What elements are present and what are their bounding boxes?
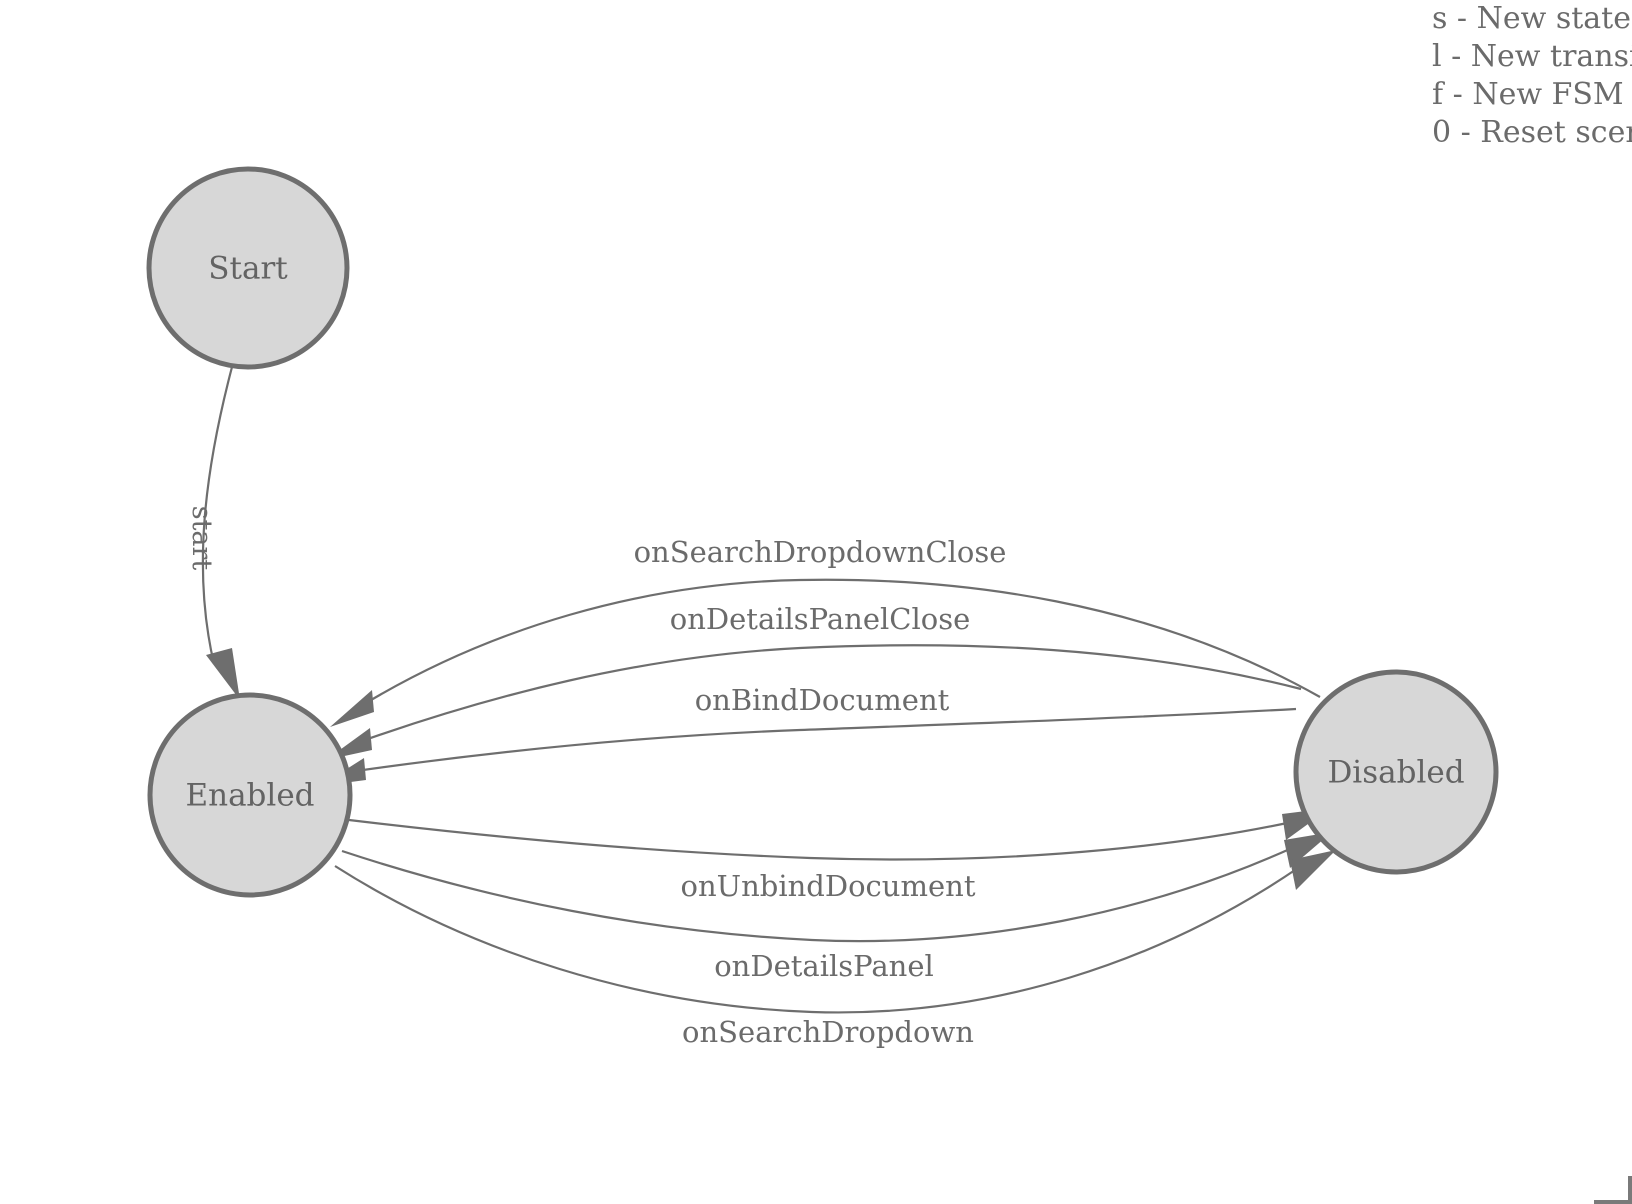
- edge-label-onunbinddocument: onUnbindDocument: [681, 869, 976, 903]
- node-enabled-circle[interactable]: [147, 692, 353, 898]
- arrowhead-start-enabled: [206, 648, 240, 700]
- transition-enabled-to-disabled-searchdropdown[interactable]: [334, 850, 1336, 1014]
- transition-enabled-to-disabled-unbinddocument[interactable]: [348, 808, 1330, 861]
- node-start-circle[interactable]: [146, 166, 350, 370]
- node-disabled-label: Disabled: [1327, 755, 1464, 791]
- node-start[interactable]: Start: [146, 166, 350, 370]
- node-enabled-label: Enabled: [185, 778, 314, 814]
- node-enabled[interactable]: Enabled: [147, 692, 353, 898]
- edge-path-onsearchdropdown[interactable]: [334, 865, 1299, 1014]
- edge-path-start-enabled[interactable]: [201, 366, 234, 665]
- transition-disabled-to-enabled-searchdropdownclose[interactable]: [330, 578, 1321, 727]
- edge-path-onbinddocument[interactable]: [355, 707, 1297, 773]
- edge-label-onsearchdropdown: onSearchDropdown: [682, 1015, 974, 1049]
- node-disabled-circle[interactable]: [1293, 669, 1499, 875]
- transition-start-to-enabled[interactable]: [201, 366, 240, 700]
- arrowhead-onsearchdropdownclose: [330, 690, 374, 727]
- node-disabled[interactable]: Disabled: [1293, 669, 1499, 875]
- edge-path-onsearchdropdownclose[interactable]: [365, 578, 1321, 704]
- edge-path-ondetailspanelclose[interactable]: [361, 644, 1302, 743]
- edge-path-ondetailspanel[interactable]: [341, 846, 1293, 943]
- transition-disabled-to-enabled-binddocument[interactable]: [320, 707, 1297, 786]
- edge-label-onsearchdropdownclose: onSearchDropdownClose: [634, 535, 1007, 569]
- arrowhead-onsearchdropdown: [1290, 850, 1336, 890]
- edge-label-ondetailspanel: onDetailsPanel: [714, 949, 934, 983]
- canvas-corner-marker: [1594, 1176, 1632, 1204]
- edge-label-start: start: [186, 506, 217, 571]
- edge-path-onunbinddocument[interactable]: [348, 818, 1293, 861]
- edge-label-ondetailspanelclose: onDetailsPanelClose: [670, 602, 971, 636]
- node-start-label: Start: [208, 251, 288, 287]
- edge-label-onbinddocument: onBindDocument: [695, 683, 950, 717]
